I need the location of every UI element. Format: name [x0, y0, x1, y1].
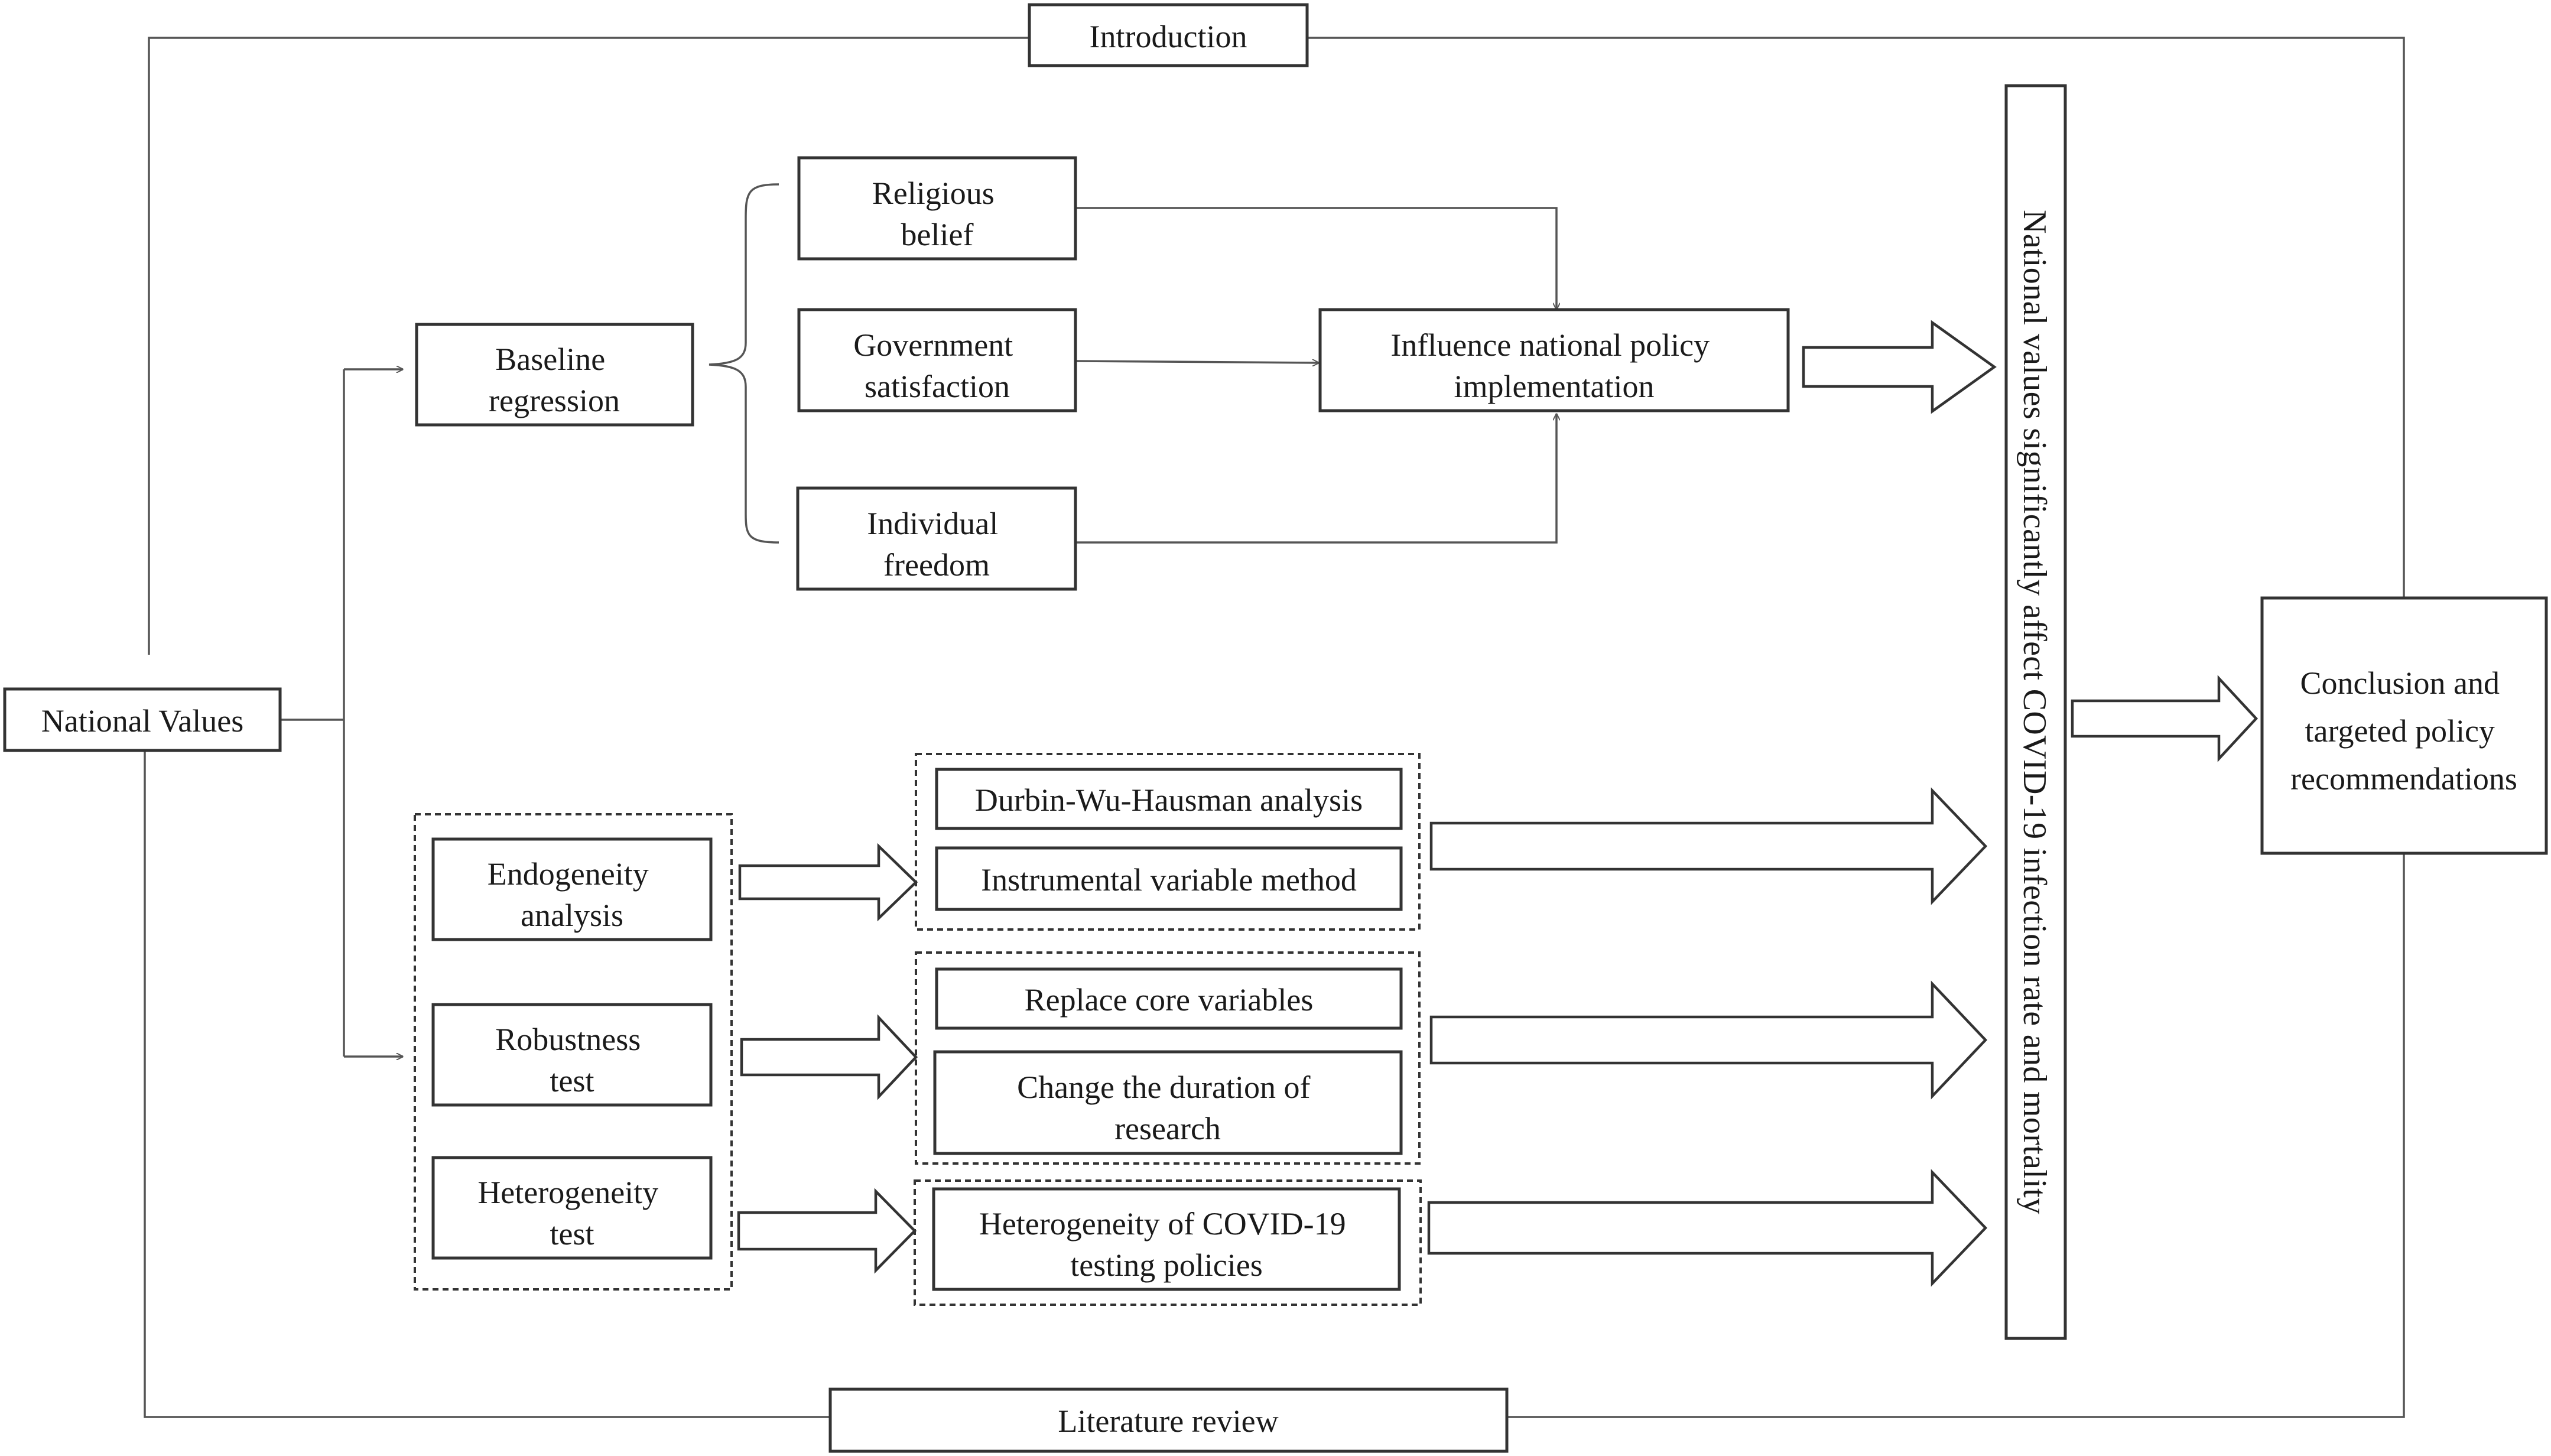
policy-implementation-box [1318, 308, 1790, 412]
introduction-label: Introduction [1090, 19, 1247, 54]
frame-top-line [148, 37, 1029, 655]
change-duration-box [933, 1050, 1403, 1155]
robustness-methods-border [915, 951, 1421, 1165]
government-line-1: Government [853, 327, 1013, 363]
main-finding-box [2004, 84, 2067, 1340]
endogeneity-line-1: Endogeneity [488, 856, 649, 892]
freedom-to-target-line [1075, 414, 1556, 544]
baseline-regression-label: Baseline regression [489, 342, 620, 418]
heterogeneity-test-box [431, 1156, 713, 1260]
robustness-arrow [740, 1014, 918, 1100]
main-finding-label: National values significantly affect COV… [2016, 210, 2053, 1214]
government-line-2: satisfaction [865, 369, 1010, 404]
replace-core-variables-box [935, 967, 1403, 1030]
conclusion-line-2: targeted policy [2305, 713, 2495, 749]
tests-group-border [414, 813, 733, 1291]
national-values-box [3, 687, 282, 752]
baseline-line-2: regression [489, 383, 620, 418]
government-satisfaction-box [797, 308, 1077, 412]
robustness-test-label: Robustness test [495, 1022, 649, 1098]
endogeneity-arrow [738, 843, 918, 922]
endogeneity-analysis-label: Endogeneity analysis [488, 856, 657, 933]
policy-implementation-label: Influence national policy implementation [1390, 327, 1717, 404]
individual-freedom-box [796, 486, 1077, 591]
trunk-connector [280, 369, 403, 1057]
heterogeneity-arrow [737, 1188, 917, 1274]
literature-review-label: Literature review [1058, 1403, 1278, 1439]
national-values-label: National Values [41, 703, 243, 739]
factor-connectors [1075, 207, 1556, 544]
target-to-result-arrow [1802, 320, 1997, 414]
conclusion-line-1: Conclusion and [2300, 665, 2500, 701]
change-duration-line-1: Change the duration of [1017, 1070, 1310, 1105]
baseline-line-1: Baseline [495, 342, 605, 377]
heterogeneity-to-result-arrow [1427, 1169, 1988, 1287]
individual-freedom-label: Individual freedom [867, 506, 1006, 583]
robustness-line-2: test [550, 1063, 594, 1098]
endogeneity-line-2: analysis [521, 898, 623, 933]
testing-policies-line-1: Heterogeneity of COVID-19 [979, 1206, 1346, 1242]
replace-core-variables-label: Replace core variables [1025, 982, 1314, 1018]
testing-policies-label: Heterogeneity of COVID-19 testing polici… [979, 1206, 1354, 1283]
heterogeneity-methods-border [914, 1179, 1422, 1306]
government-satisfaction-label: Government satisfaction [853, 327, 1021, 404]
instrumental-variable-label: Instrumental variable method [981, 862, 1357, 898]
conclusion-line-3: recommendations [2290, 761, 2517, 797]
testing-policies-line-2: testing policies [1070, 1247, 1262, 1283]
religious-to-target-line [1075, 207, 1556, 310]
factor-brace [709, 183, 779, 544]
introduction-box [1028, 3, 1309, 67]
heterogeneity-test-label: Heterogeneity test [477, 1175, 666, 1252]
government-to-target-line [1075, 361, 1319, 363]
small-arrows [737, 843, 918, 1274]
instrumental-variable-box [935, 846, 1403, 911]
religious-belief-box [797, 156, 1077, 261]
big-arrows [1427, 320, 2258, 1287]
baseline-regression-box [415, 323, 694, 427]
frame-bottom-line [144, 750, 830, 1418]
durbin-wu-hausman-box [935, 768, 1403, 830]
change-duration-label: Change the duration of research [1017, 1070, 1318, 1146]
conclusion-label: Conclusion and targeted policy recommend… [2290, 665, 2517, 797]
literature-review-box [828, 1387, 1509, 1453]
durbin-wu-hausman-label: Durbin-Wu-Hausman analysis [975, 782, 1363, 818]
religious-belief-label: Religious belief [872, 176, 1003, 252]
result-to-conclusion-arrow [2071, 675, 2258, 762]
change-duration-line-2: research [1114, 1111, 1221, 1146]
dashed-groups [414, 753, 1422, 1306]
robustness-test-box [431, 1003, 713, 1107]
freedom-line-2: freedom [883, 547, 990, 583]
endogeneity-methods-border [915, 753, 1421, 931]
policy-line-1: Influence national policy [1390, 327, 1710, 363]
endogeneity-to-result-arrow [1429, 787, 1988, 905]
frame-bottom-right-line [1507, 853, 2405, 1418]
freedom-line-1: Individual [867, 506, 998, 541]
policy-line-2: implementation [1454, 369, 1655, 404]
robustness-to-result-arrow [1429, 980, 1988, 1100]
conclusion-box [2260, 596, 2548, 855]
religious-line-1: Religious [872, 176, 995, 211]
frame-top-right-line [1307, 37, 2405, 598]
frame-lines [144, 37, 2405, 1418]
religious-line-2: belief [901, 217, 974, 252]
heterogeneity-line-1: Heterogeneity [477, 1175, 658, 1210]
endogeneity-analysis-box [431, 837, 713, 941]
testing-policies-box [932, 1187, 1401, 1291]
heterogeneity-line-2: test [550, 1216, 594, 1252]
robustness-line-1: Robustness [495, 1022, 641, 1057]
